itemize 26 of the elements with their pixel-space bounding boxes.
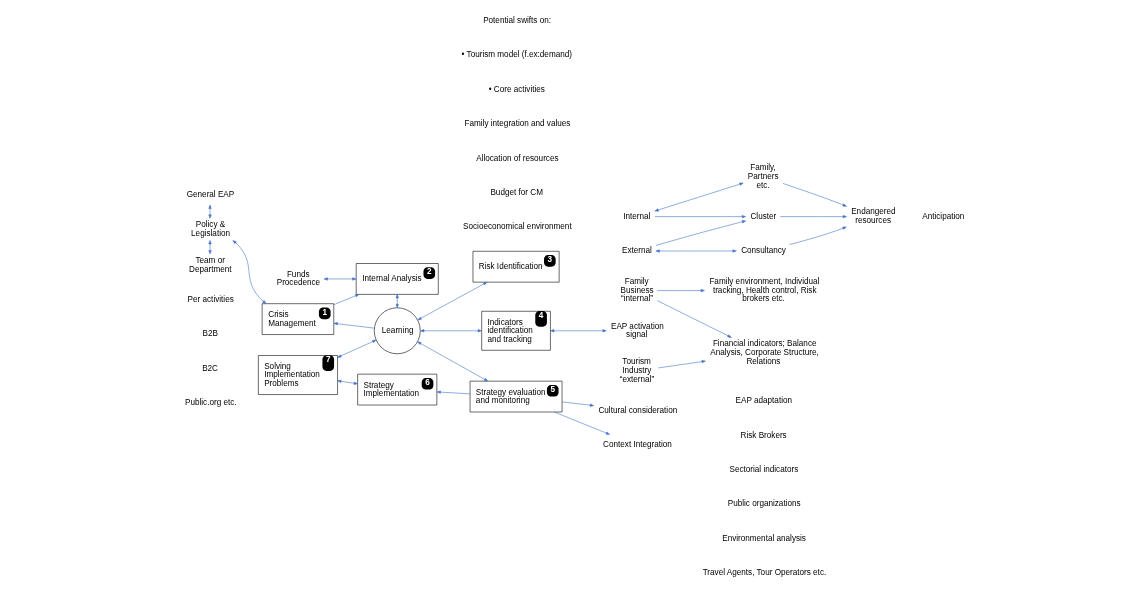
- arrow: [333, 322, 375, 329]
- arrow: [337, 339, 377, 358]
- arrow: [655, 249, 737, 253]
- arrow: [654, 182, 744, 212]
- arrow: [554, 411, 610, 435]
- arrow: [780, 215, 847, 219]
- arrow: [657, 289, 705, 293]
- arrow: [333, 294, 360, 305]
- arrow: [654, 215, 746, 219]
- arrow: [337, 379, 358, 385]
- arrow: [561, 401, 594, 407]
- arrow: [789, 226, 847, 245]
- arrow: [323, 277, 357, 281]
- arrow: [658, 360, 706, 369]
- arrow: [655, 220, 746, 246]
- arrow: [208, 240, 212, 255]
- arrow: [782, 183, 847, 207]
- arrow: [417, 281, 488, 321]
- arrow: [436, 390, 471, 395]
- arrow: [232, 240, 267, 304]
- arrow: [395, 294, 399, 308]
- arrow: [657, 300, 732, 338]
- arrow: [420, 329, 482, 333]
- arrow: [550, 329, 607, 333]
- arrow: [417, 341, 489, 382]
- arrow: [208, 204, 212, 219]
